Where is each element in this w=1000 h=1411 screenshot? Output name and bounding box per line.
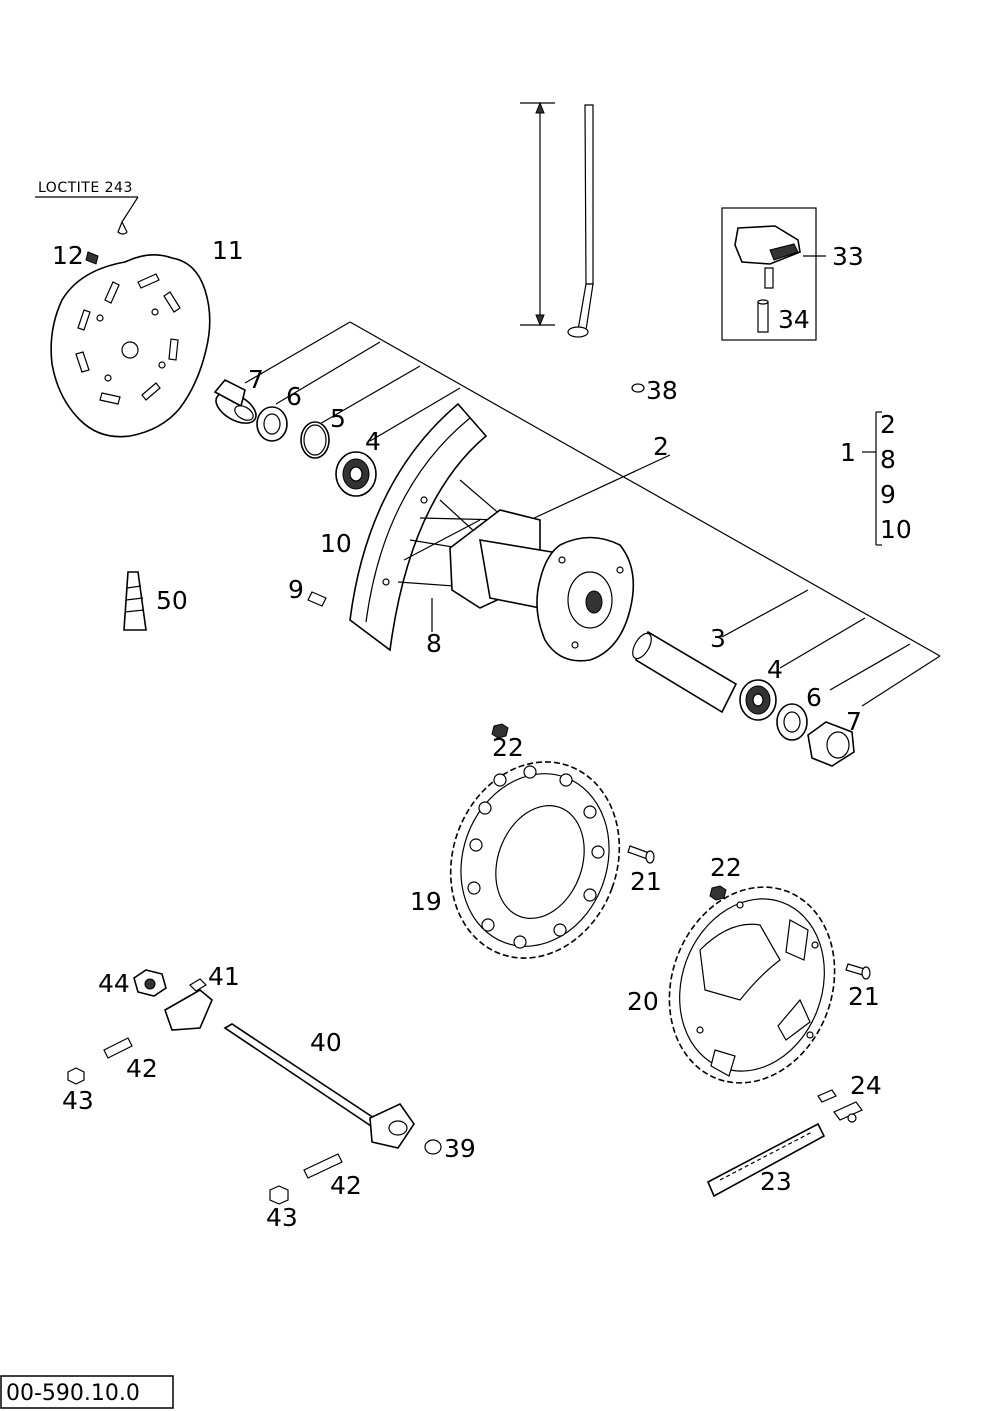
callout-43-b: 43: [266, 1203, 298, 1232]
callout-39: 39: [444, 1134, 476, 1163]
chain-link: [817, 1089, 863, 1123]
callout-23: 23: [760, 1167, 792, 1196]
callout-4-right: 4: [767, 655, 783, 684]
callout-44: 44: [98, 969, 130, 998]
callout-4-left: 4: [365, 427, 381, 456]
callout-21-b: 21: [848, 982, 880, 1011]
bearing-right: [739, 679, 777, 721]
chain: [706, 1122, 826, 1198]
sprocket-bolt-21a: [627, 845, 655, 864]
shaft-seal-left: [256, 406, 288, 442]
shaft-seal-right: [776, 703, 808, 741]
document-id-box: 00-590.10.0: [0, 1375, 174, 1409]
sprocket-bolt-21b: [845, 963, 871, 980]
callout-6-left: 6: [286, 382, 302, 411]
callout-1: 1: [840, 438, 856, 467]
axle-nut-44: [133, 969, 167, 997]
callout-3: 3: [710, 624, 726, 653]
nut-43a: [67, 1067, 85, 1085]
callout-11: 11: [212, 236, 244, 265]
brake-disc: [50, 254, 211, 438]
chain-adjuster-41: [164, 978, 213, 1031]
callout-24: 24: [850, 1071, 882, 1100]
loctite-label: LOCTITE 243: [38, 180, 133, 196]
loctite-note: LOCTITE 243: [35, 180, 139, 235]
spoke-nipple: [307, 591, 327, 607]
callout-38: 38: [646, 376, 678, 405]
callout-10: 10: [320, 529, 352, 558]
callout-12: 12: [52, 241, 84, 270]
callout-8: 8: [426, 629, 442, 658]
wheel-hub: [449, 509, 635, 662]
group-item-10: 10: [880, 515, 912, 544]
callout-6-right: 6: [806, 683, 822, 712]
wheel-rim: [349, 402, 488, 652]
axle-sleeve: [632, 630, 738, 714]
callout-50: 50: [156, 586, 188, 615]
sprocket-large: [449, 761, 621, 959]
adjuster-bolt-42b: [303, 1153, 343, 1179]
sprocket-nut-22a: [491, 723, 509, 739]
callout-19: 19: [410, 887, 442, 916]
group-bracket: [862, 411, 882, 546]
callout-40: 40: [310, 1028, 342, 1057]
callout-7-right: 7: [846, 707, 862, 736]
washer-39: [424, 1139, 442, 1155]
nut-43b: [269, 1185, 289, 1205]
spacer-right: [807, 721, 855, 767]
chain-guard-box: [721, 207, 826, 341]
callout-22-b: 22: [710, 853, 742, 882]
callout-9: 9: [288, 575, 304, 604]
group-item-9: 9: [880, 480, 896, 509]
axle: [223, 1023, 415, 1149]
spacer-left: [213, 379, 257, 424]
callout-labels: 2 3 4 4 5 6 6 7 7 8 9 10 11 12 19 20 21 …: [52, 236, 912, 1232]
circlip: [300, 421, 330, 459]
callout-33: 33: [832, 242, 864, 271]
callout-22-a: 22: [492, 733, 524, 762]
callout-42-b: 42: [330, 1171, 362, 1200]
valve-part: [123, 571, 147, 631]
callout-21-a: 21: [630, 867, 662, 896]
assembly-guide-lines: [244, 321, 941, 707]
small-washer-38: [631, 383, 645, 393]
callout-20: 20: [627, 987, 659, 1016]
sprocket-nut-22b: [709, 885, 727, 901]
callout-34: 34: [778, 305, 810, 334]
disc-screw: [85, 251, 99, 265]
callout-2: 2: [653, 432, 669, 461]
callout-7-left: 7: [248, 365, 264, 394]
bearing-left: [335, 451, 377, 497]
group-item-8: 8: [880, 445, 896, 474]
sprocket-alternative: [668, 886, 836, 1084]
long-spoke: [520, 101, 594, 338]
callout-42-a: 42: [126, 1054, 158, 1083]
callout-5: 5: [330, 404, 346, 433]
adjuster-bolt-42a: [103, 1037, 133, 1059]
group-item-2: 2: [880, 410, 896, 439]
callout-43-a: 43: [62, 1086, 94, 1115]
document-id: 00-590.10.0: [6, 1381, 140, 1406]
callout-41: 41: [208, 962, 240, 991]
